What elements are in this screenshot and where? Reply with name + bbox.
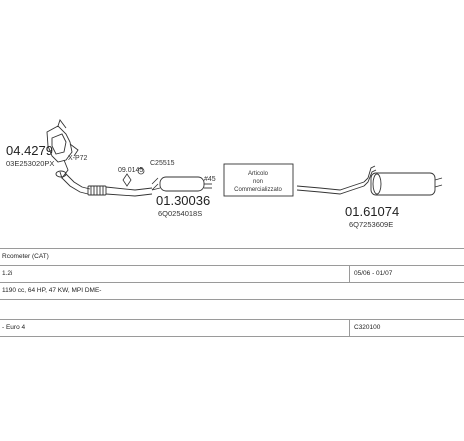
- cat-code: 04.4279: [6, 143, 53, 158]
- rear-silencer: [296, 165, 443, 196]
- gasket-code: 09.0145: [118, 167, 143, 174]
- center-code: 01.30036: [156, 193, 210, 208]
- rear-ref: 6Q7253609E: [349, 220, 393, 229]
- table-row: 1190 cc, 64 HP, 47 KW, MPI DME-: [0, 283, 464, 300]
- table-row: - Euro 4 C320100: [0, 320, 464, 337]
- row-left-text: - Euro 4: [2, 324, 26, 331]
- row-left-text: 1.2i: [2, 270, 13, 277]
- exhaust-system-diagram: 04.4279 03E253020PX X-P72 09.0145 C25515…: [6, 119, 443, 229]
- vehicle-info-table: Rcometer (CAT) 1.2i 05/06 - 01/07 1190 c…: [0, 248, 464, 337]
- note-line-2: non: [253, 179, 263, 185]
- xref-label: X-P72: [68, 155, 88, 162]
- table-row: 1.2i 05/06 - 01/07: [0, 266, 464, 283]
- note-line-3: Commercializzato: [234, 187, 282, 193]
- table-row: Rcometer (CAT): [0, 248, 464, 266]
- row-left-text: Rcometer (CAT): [2, 253, 49, 260]
- front-pipe: [61, 173, 153, 197]
- position-label: #45: [204, 176, 216, 183]
- not-available-box: [223, 163, 294, 197]
- row-right-text: C320100: [354, 324, 381, 331]
- row-left-text: 1190 cc, 64 HP, 47 KW, MPI DME-: [2, 287, 102, 294]
- gasket-clamp: [122, 167, 159, 191]
- center-silencer: [151, 176, 212, 192]
- row-right-text: 05/06 - 01/07: [354, 270, 393, 277]
- center-ref: 6Q0254018S: [158, 209, 202, 218]
- cat-ref: 03E253020PX: [6, 159, 54, 168]
- table-row: [0, 300, 464, 320]
- rear-code: 01.61074: [345, 204, 399, 219]
- column-divider: [349, 266, 350, 282]
- column-divider: [349, 320, 350, 336]
- note-line-1: Articolo: [248, 171, 269, 177]
- clamp-code: C25515: [150, 160, 175, 167]
